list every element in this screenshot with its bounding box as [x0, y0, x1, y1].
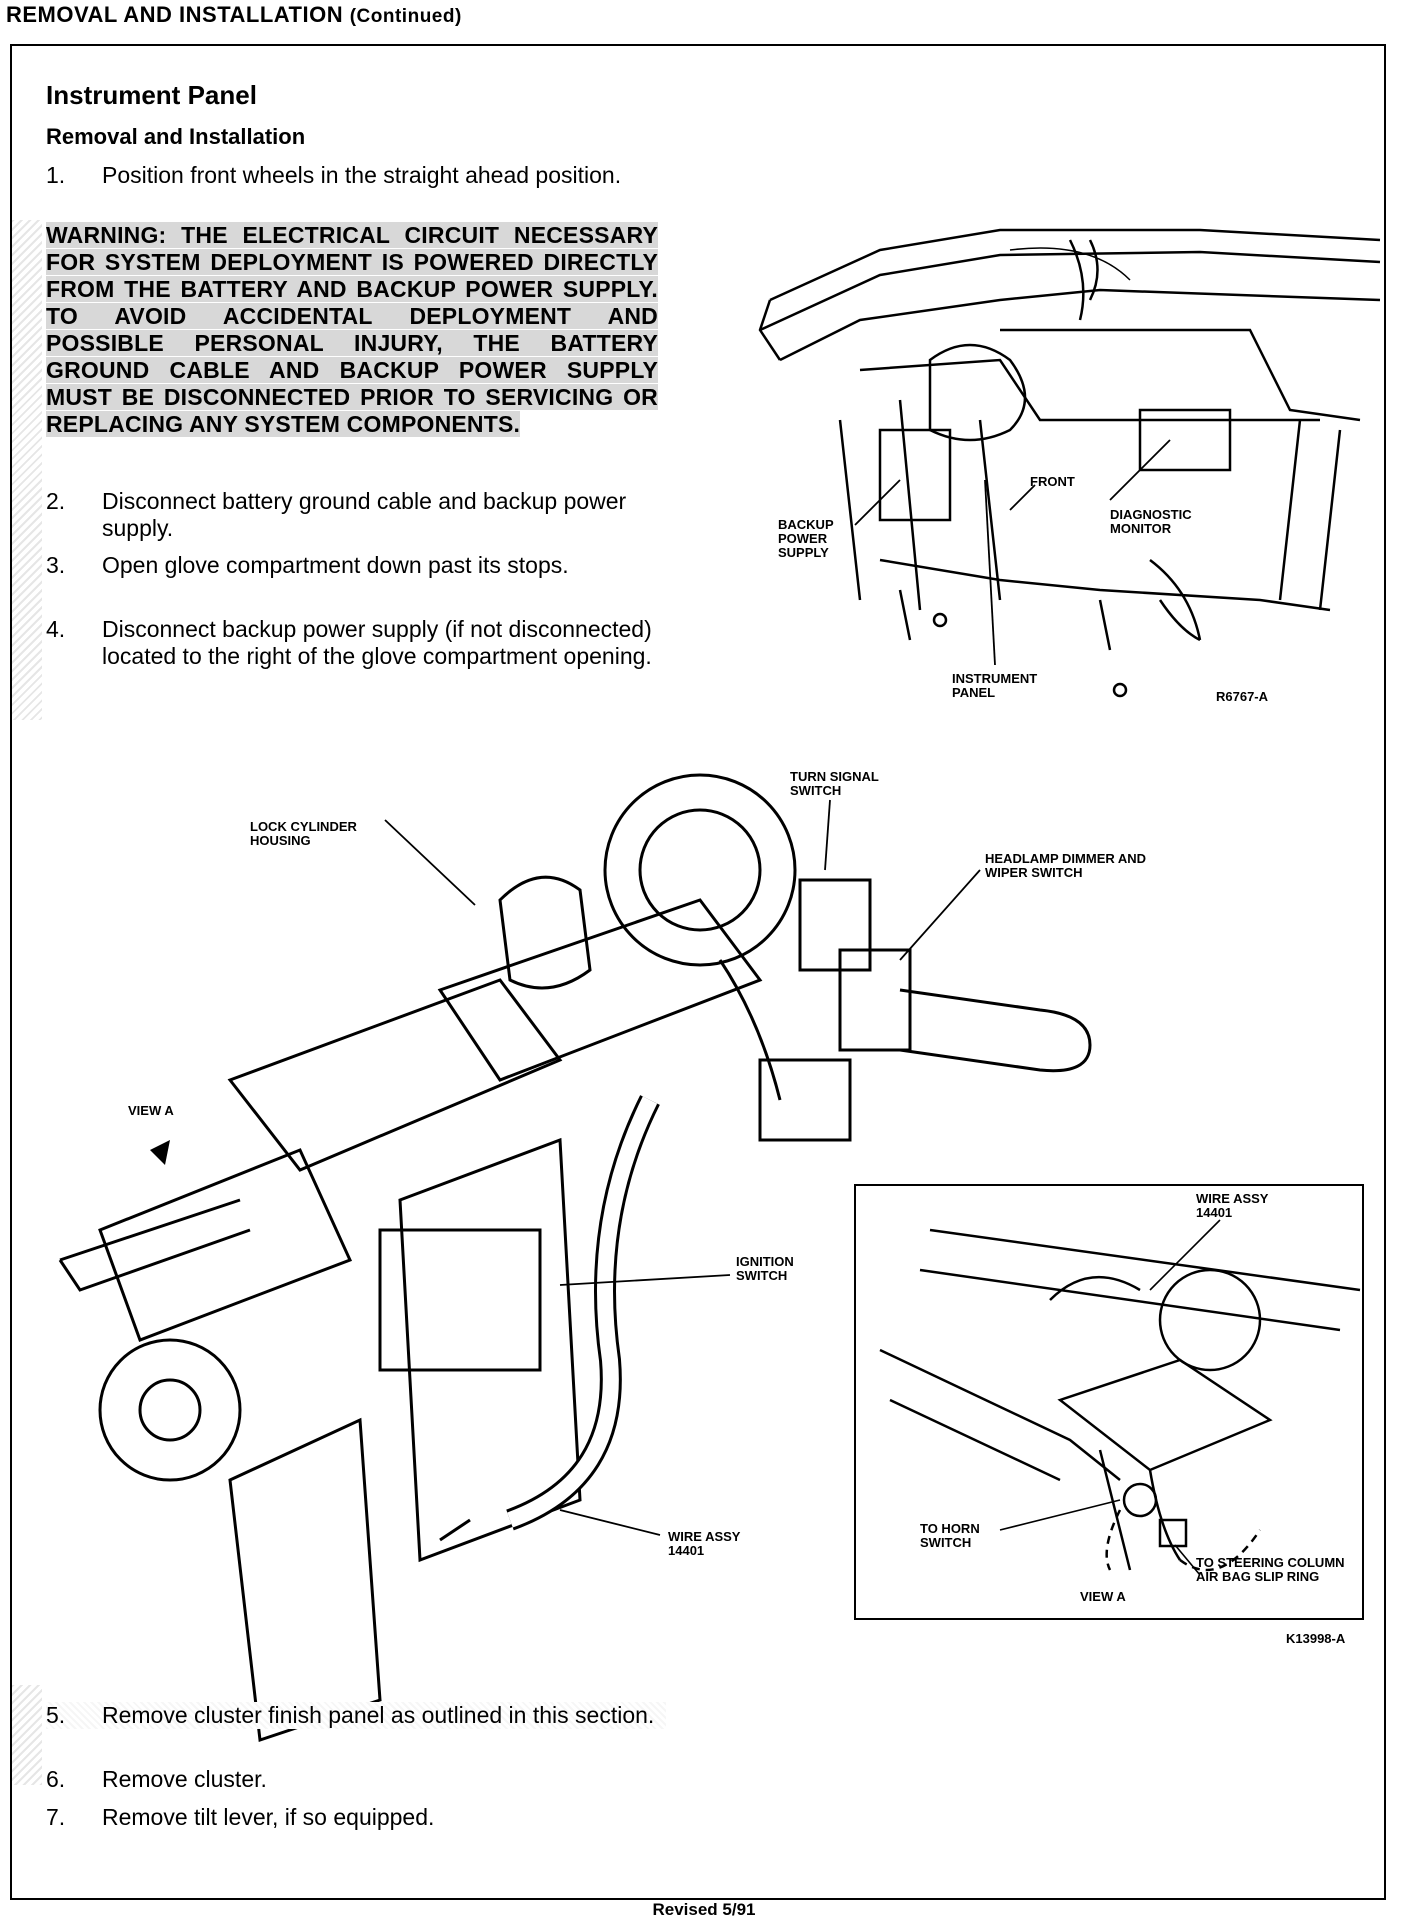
- step-number: 7.: [46, 1804, 66, 1830]
- step-text: Remove cluster finish panel as outlined …: [102, 1702, 655, 1728]
- label-wire-assy: WIRE ASSY 14401: [668, 1529, 741, 1558]
- label-diagnostic-monitor: DIAGNOSTIC MONITOR: [1110, 507, 1192, 536]
- inset-label-view-a: VIEW A: [1080, 1589, 1126, 1604]
- step-2: 2. Disconnect battery ground cable and b…: [46, 488, 666, 542]
- warning-text: WARNING: THE ELECTRICAL CIRCUIT NECESSAR…: [46, 222, 658, 437]
- figure2-code: K13998-A: [1286, 1631, 1346, 1646]
- step-number: 1.: [46, 162, 66, 188]
- step-number: 4.: [46, 616, 66, 642]
- label-lock-cylinder-housing: LOCK CYLINDER HOUSING: [250, 819, 357, 848]
- label-front: FRONT: [1030, 474, 1075, 489]
- shading-strip: [12, 220, 42, 720]
- step-3: 3. Open glove compartment down past its …: [46, 552, 666, 579]
- step-text: Disconnect backup power supply (if not d…: [102, 616, 652, 669]
- figure1-code: R6767-A: [1216, 689, 1269, 704]
- view-a-inset: [854, 1184, 1364, 1620]
- label-backup-power-supply: BACKUP POWER SUPPLY: [778, 517, 834, 560]
- section-subtitle: Removal and Installation: [46, 124, 306, 149]
- warning-block: WARNING: THE ELECTRICAL CIRCUIT NECESSAR…: [46, 222, 658, 438]
- step-text: Open glove compartment down past its sto…: [102, 552, 569, 578]
- label-instrument-panel: INSTRUMENT PANEL: [952, 671, 1038, 700]
- step-number: 3.: [46, 552, 66, 578]
- step-text: Position front wheels in the straight ah…: [102, 162, 622, 188]
- label-headlamp-wiper-switch: HEADLAMP DIMMER AND WIPER SWITCH: [985, 851, 1147, 880]
- shading-strip-bottom: [12, 1685, 42, 1785]
- step-number: 6.: [46, 1766, 66, 1792]
- inset-label-wire-assy: WIRE ASSY 14401: [1196, 1191, 1269, 1220]
- step-number: 2.: [46, 488, 66, 514]
- inset-label-steering-column: TO STEERING COLUMN AIR BAG SLIP RING: [1196, 1555, 1345, 1584]
- step-7: 7. Remove tilt lever, if so equipped.: [46, 1804, 666, 1831]
- step-text: Remove cluster.: [102, 1766, 267, 1792]
- inset-label-horn-switch: TO HORN SWITCH: [920, 1521, 980, 1550]
- step-4: 4. Disconnect backup power supply (if no…: [46, 616, 666, 670]
- page-footer: Revised 5/91: [652, 1900, 756, 1919]
- step-5: 5. Remove cluster finish panel as outlin…: [46, 1702, 666, 1729]
- content-frame: [10, 44, 1386, 1900]
- label-ignition-switch: IGNITION SWITCH: [736, 1254, 794, 1283]
- step-1: 1. Position front wheels in the straight…: [46, 162, 666, 189]
- section-title: Instrument Panel: [46, 80, 257, 110]
- label-view-a: VIEW A: [128, 1103, 174, 1118]
- page-header: REMOVAL AND INSTALLATION (Continued): [6, 2, 462, 28]
- step-number: 5.: [46, 1702, 66, 1728]
- header-continued: (Continued): [349, 6, 462, 27]
- step-6: 6. Remove cluster.: [46, 1766, 666, 1793]
- step-text: Remove tilt lever, if so equipped.: [102, 1804, 435, 1830]
- label-turn-signal-switch: TURN SIGNAL SWITCH: [790, 769, 879, 798]
- step-text: Disconnect battery ground cable and back…: [102, 488, 627, 541]
- header-title: REMOVAL AND INSTALLATION: [6, 2, 344, 27]
